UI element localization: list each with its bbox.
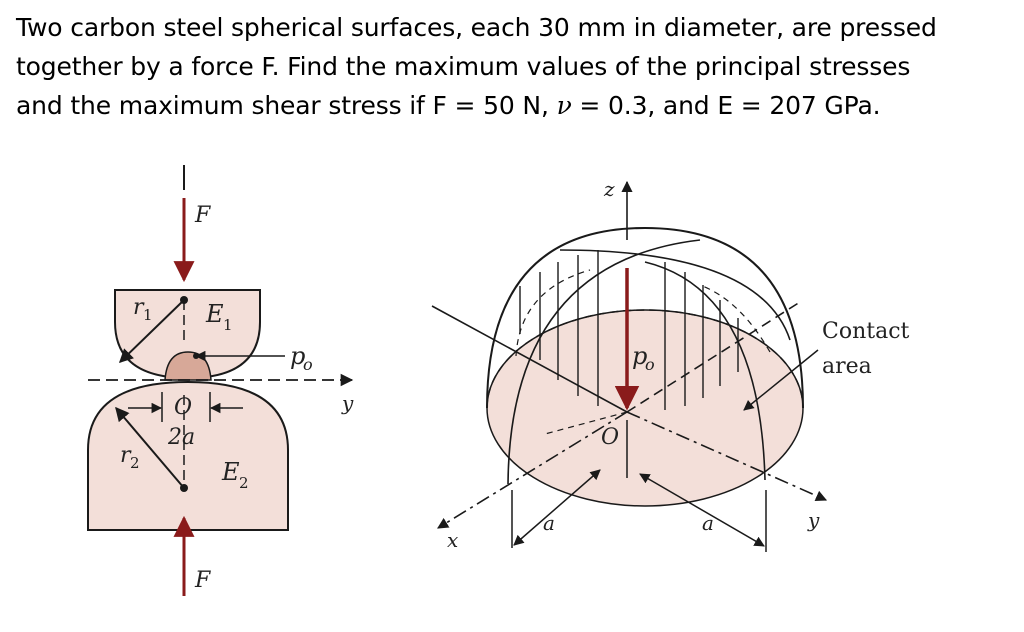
e2-subscript: 2: [239, 474, 249, 492]
problem-line-3-end: = 0.3, and E = 207 GPa.: [571, 91, 881, 120]
a-label-left: a: [543, 511, 555, 535]
pressure-dome: [486, 226, 804, 409]
r2-radius-arrow: [115, 406, 185, 489]
problem-line-3: and the maximum shear stress if F = 50 N…: [16, 86, 1011, 125]
problem-line-1: Two carbon steel spherical surfaces, eac…: [16, 13, 937, 42]
right-pressure-label: p: [632, 342, 647, 370]
contact-label-line-2: area: [822, 354, 872, 379]
poisson-symbol: ν: [556, 91, 572, 120]
r2-label: r: [120, 443, 132, 468]
force-label-bottom: F: [194, 568, 211, 593]
y-axis: [626, 411, 828, 502]
r2-subscript: 2: [130, 454, 140, 472]
right-figure: z x y O p o Contact area a a: [431, 177, 910, 552]
y-axis-label: y: [807, 508, 820, 532]
contact-area-leader: [743, 349, 819, 411]
r1-label: r: [133, 295, 145, 320]
origin-label: O: [174, 395, 192, 420]
force-label-top: F: [194, 203, 211, 228]
right-pressure-subscript: o: [645, 355, 655, 374]
a-dimension-right: [639, 473, 765, 547]
pressure-distribution-lines: [519, 250, 739, 410]
e1-subscript: 1: [223, 316, 233, 334]
left-y-label: y: [341, 391, 354, 415]
right-origin-label: O: [601, 425, 619, 450]
left-figure: F F r 1 E 1 p o y O 2a r 2 E 2: [87, 165, 354, 596]
pressure-subscript: o: [303, 355, 313, 374]
problem-statement: Two carbon steel spherical surfaces, eac…: [16, 8, 1011, 125]
x-axis-label: x: [447, 528, 458, 552]
pressure-label: p: [290, 342, 305, 370]
e2-label: E: [221, 458, 240, 486]
r1-radius-arrow: [118, 299, 185, 363]
r1-subscript: 1: [143, 306, 153, 324]
width-label: 2a: [167, 425, 195, 450]
a-label-right: a: [702, 511, 714, 535]
problem-line-3-start: and the maximum shear stress if F = 50 N…: [16, 91, 557, 120]
z-axis-label: z: [603, 177, 615, 201]
contact-label-line-1: Contact: [822, 319, 910, 344]
a-dimension-left: [513, 469, 601, 546]
e1-label: E: [205, 300, 224, 328]
problem-line-2: together by a force F. Find the maximum …: [16, 52, 911, 81]
lower-body: [87, 380, 289, 531]
